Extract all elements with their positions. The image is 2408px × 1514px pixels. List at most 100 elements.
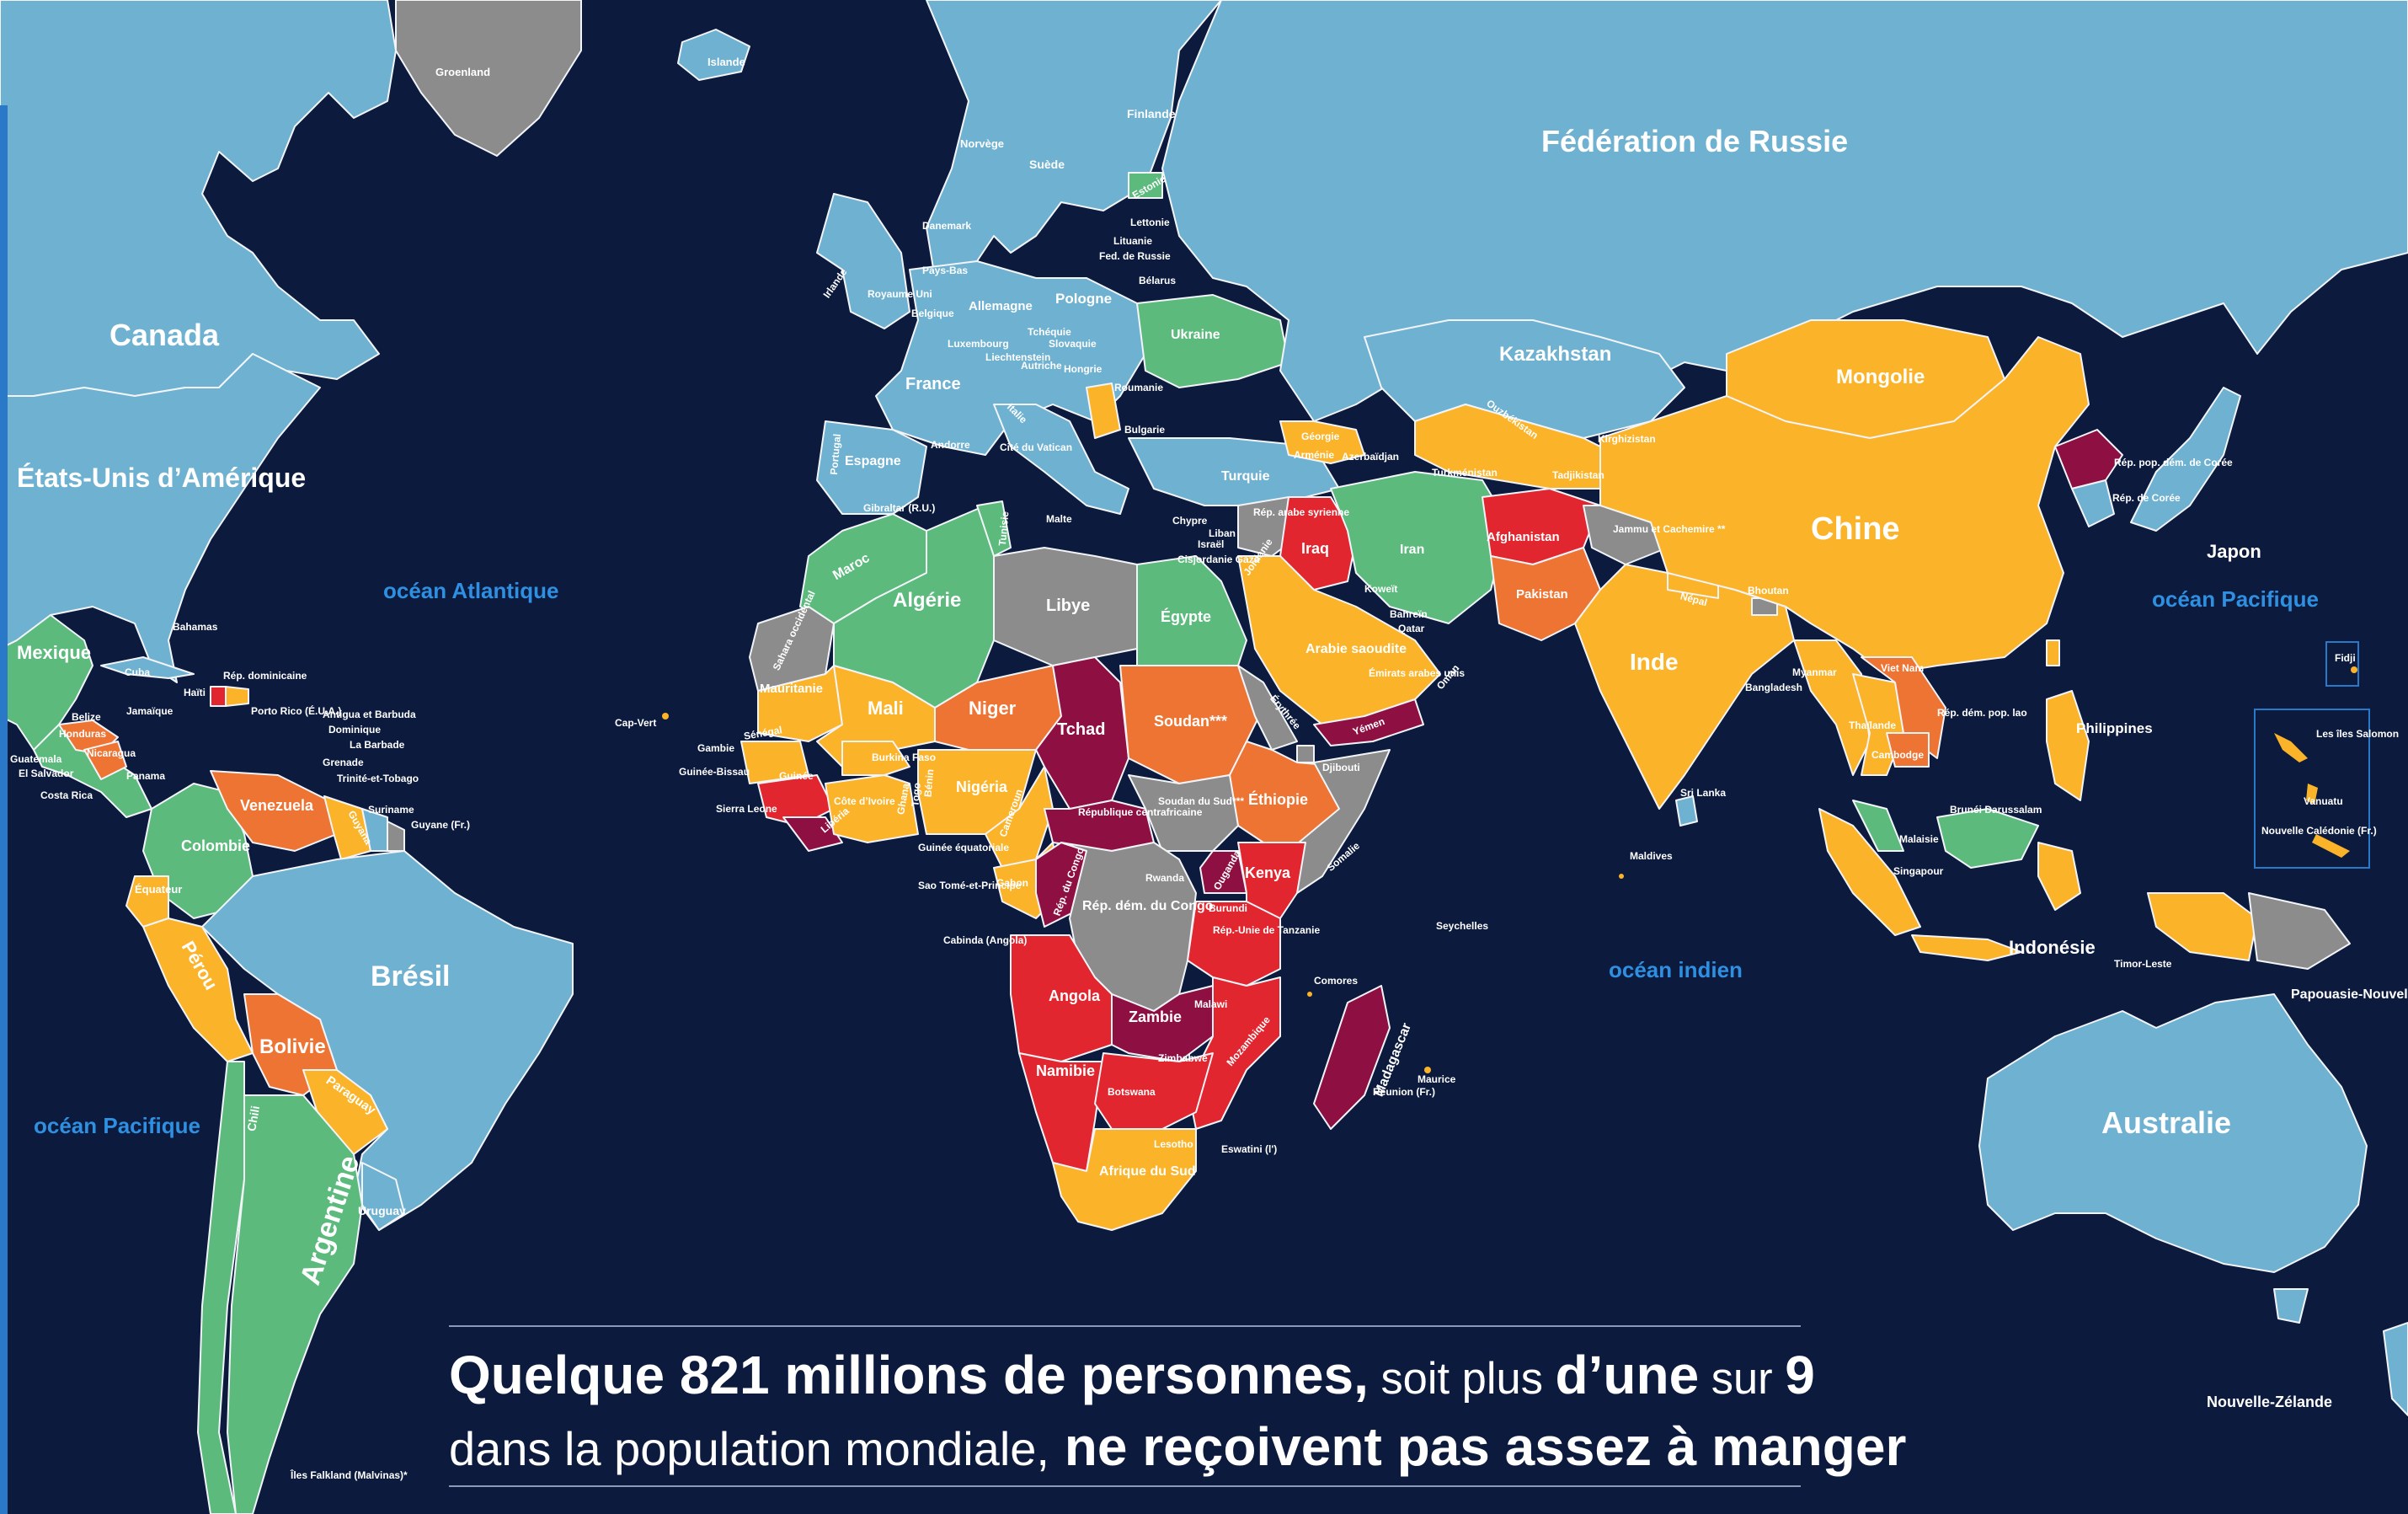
label-antigua: Antigua et Barbuda xyxy=(323,709,416,720)
region-cuba xyxy=(100,656,195,679)
label-gibraltar: Gibraltar (R.U.) xyxy=(863,502,935,514)
caption-l1-d: sur xyxy=(1699,1354,1786,1404)
label-bhutan: Bhoutan xyxy=(1748,585,1789,597)
region-algeria xyxy=(833,505,995,709)
caption-line-1: Quelque 821 millions de personnes, soit … xyxy=(449,1341,1815,1413)
label-sri-lanka: Sri Lanka xyxy=(1680,787,1726,799)
label-sudan: Soudan*** xyxy=(1154,713,1227,730)
label-colombia: Colombie xyxy=(181,837,250,854)
caption-top-rule xyxy=(449,1325,1801,1327)
island-maldives xyxy=(1619,874,1624,879)
region-mexico xyxy=(0,614,93,759)
region-australia xyxy=(1978,993,2368,1273)
label-eswatini: Eswatini (l') xyxy=(1221,1143,1277,1155)
label-benin: Bénin xyxy=(921,768,936,797)
label-belgium: Belgique xyxy=(911,308,954,319)
region-kenya xyxy=(1237,842,1306,919)
region-sierra-liberia xyxy=(782,816,843,852)
region-uganda xyxy=(1199,850,1247,894)
label-libya: Libye xyxy=(1046,597,1090,615)
label-fed-russie-kaliningrad: Fed. de Russie xyxy=(1099,250,1171,262)
region-italy-balkans xyxy=(993,404,1129,515)
label-egypt: Égypte xyxy=(1161,607,1211,625)
label-singapore: Singapour xyxy=(1893,865,1944,877)
label-cyprus: Chypre xyxy=(1172,515,1208,527)
label-sao-tome: Sao Tomé-et-Principe xyxy=(918,880,1022,891)
label-uk: Royaume Uni xyxy=(868,288,932,300)
label-lesotho: Lesotho xyxy=(1154,1138,1193,1150)
label-suriname: Suriname xyxy=(368,804,414,816)
accent-bar xyxy=(0,105,8,1514)
region-somalia xyxy=(1288,749,1391,894)
region-iran xyxy=(1330,471,1508,624)
label-falklands: Îles Falkland (Malvinas)* xyxy=(290,1469,408,1481)
label-guinea-bissau: Guinée-Bissau xyxy=(679,766,750,778)
label-lebanon: Liban xyxy=(1209,527,1236,539)
caption: Quelque 821 millions de personnes, soit … xyxy=(449,1341,1906,1483)
label-haiti: Haïti xyxy=(184,687,206,698)
label-trinidad: Trinité-et-Tobago xyxy=(337,773,419,784)
label-nigeria: Nigéria xyxy=(956,778,1008,795)
region-ukraine xyxy=(1136,294,1289,388)
label-pakistan: Pakistan xyxy=(1516,587,1568,602)
label-tanzania: Rép.-Unie de Tanzanie xyxy=(1213,924,1320,936)
label-kyrgyzstan: Kirghizistan xyxy=(1598,433,1656,445)
region-uruguay xyxy=(361,1162,405,1231)
label-mongolia: Mongolie xyxy=(1836,366,1925,388)
label-comoros: Comores xyxy=(1314,975,1358,987)
label-burkina: Burkina Faso xyxy=(872,752,936,763)
region-japan xyxy=(2130,387,2241,532)
label-latvia: Lettonie xyxy=(1130,217,1170,228)
label-iran: Iran xyxy=(1400,543,1424,557)
region-eritrea xyxy=(1237,665,1298,751)
region-png xyxy=(2248,892,2351,970)
island-new-caledonia xyxy=(2312,834,2350,858)
label-austria: Autriche xyxy=(1021,360,1062,372)
region-russia xyxy=(1161,0,2408,422)
label-norway: Norvège xyxy=(960,137,1004,150)
region-south-sudan xyxy=(1128,774,1239,852)
label-fiji: Fidji xyxy=(2335,652,2356,664)
region-argentina xyxy=(227,1094,363,1514)
label-uae: Émirats arabes unis xyxy=(1369,666,1465,679)
label-turkey: Turquie xyxy=(1221,469,1270,484)
label-nicaragua: Nicaragua xyxy=(87,747,136,759)
label-ivory-coast: Côte d’Ivoire xyxy=(834,795,895,807)
island-solomon xyxy=(2274,733,2308,762)
label-cape-verde: Cap-Vert xyxy=(615,717,656,729)
label-liechtenstein: Liechtenstein xyxy=(985,351,1050,363)
label-japan: Japon xyxy=(2207,541,2261,562)
region-cambodia xyxy=(1886,732,1930,768)
ocean-label-pacifique-west: océan Pacifique xyxy=(34,1113,200,1138)
caption-l1-e: 9 xyxy=(1785,1345,1815,1405)
label-drc: Rép. dém. du Congo xyxy=(1082,899,1214,913)
region-norway-sweden-finland xyxy=(926,0,1222,279)
region-burkina xyxy=(841,741,910,776)
region-caucasus xyxy=(1279,420,1365,464)
label-usa: États-Unis d’Amérique xyxy=(17,463,306,493)
label-malawi: Malawi xyxy=(1194,998,1227,1010)
region-north-korea xyxy=(2054,429,2123,490)
region-greenland xyxy=(395,0,582,157)
label-bolivia: Bolivie xyxy=(259,1035,326,1058)
label-spain: Espagne xyxy=(845,454,901,468)
label-kenya: Kenya xyxy=(1245,864,1291,881)
label-india: Inde xyxy=(1630,649,1679,675)
label-china: Chine xyxy=(1811,511,1900,547)
label-puerto-rico: Porto Rico (É.U.A.) xyxy=(251,704,341,717)
region-senegal-gambia xyxy=(740,741,809,784)
island-cape-verde xyxy=(662,713,669,720)
caption-bottom-rule xyxy=(449,1485,1801,1487)
label-greenland: Groenland xyxy=(435,66,490,78)
label-seychelles: Seychelles xyxy=(1436,920,1488,932)
region-malaysia xyxy=(1852,800,1904,852)
label-romania: Roumanie xyxy=(1114,382,1163,393)
label-malta: Malte xyxy=(1046,513,1072,525)
label-ethiopia: Éthiopie xyxy=(1248,790,1308,808)
label-uruguay: Uruguay xyxy=(358,1204,406,1217)
region-venezuela xyxy=(210,770,338,852)
label-burundi: Burundi xyxy=(1209,902,1247,914)
label-new-caledonia: Nouvelle Calédonie (Fr.) xyxy=(2261,825,2377,837)
label-bahrain: Bahreïn xyxy=(1390,608,1428,620)
label-iraq: Iraq xyxy=(1301,540,1329,557)
